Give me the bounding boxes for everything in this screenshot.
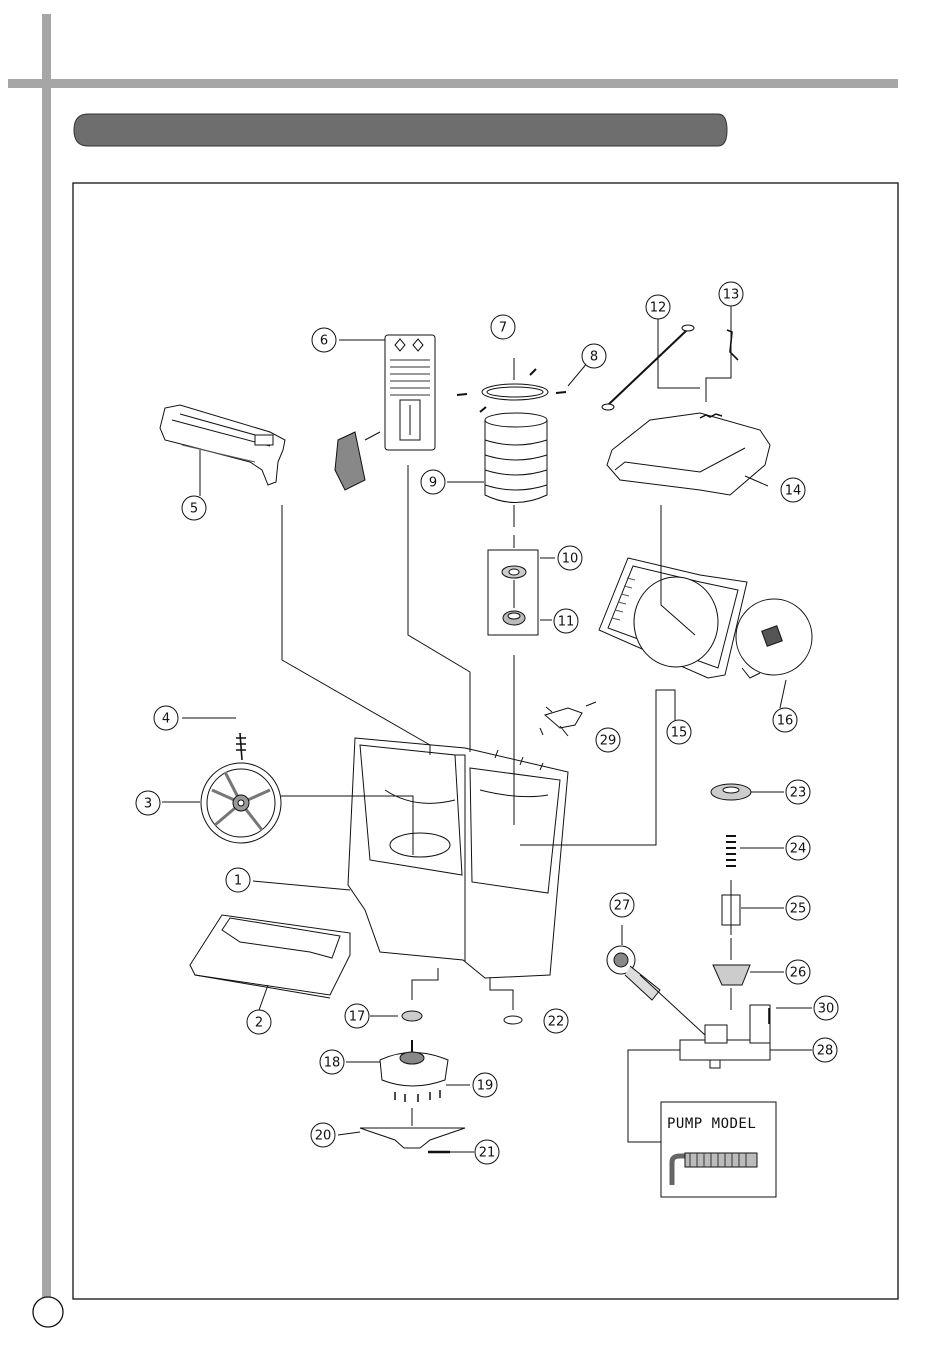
callout-1: 1: [226, 868, 250, 892]
callout-number: 19: [477, 1079, 494, 1094]
callout-20: 20: [311, 1123, 335, 1147]
section-banner: [74, 114, 727, 146]
callout-number: 16: [777, 714, 794, 729]
part-23-valve-cap: [711, 784, 751, 800]
callout-30: 30: [814, 996, 838, 1020]
callout-16: 16: [773, 708, 797, 732]
callout-group: 1234567891011121314151617181920212223242…: [136, 282, 838, 1164]
part-17-seal: [402, 1011, 422, 1021]
callout-number: 27: [614, 899, 631, 914]
part-29-clip: [545, 702, 596, 728]
part-18-gear-case: [380, 1040, 448, 1102]
part-25-valve-shaft: [722, 880, 740, 935]
callout-number: 6: [320, 334, 328, 349]
callout-number: 15: [671, 726, 688, 741]
callout-number: 2: [255, 1016, 263, 1031]
callout-number: 26: [790, 966, 807, 981]
callout-2: 2: [247, 1010, 271, 1034]
callout-23: 23: [786, 780, 810, 804]
callout-number: 24: [790, 842, 807, 857]
pump-model-label: PUMP MODEL: [667, 1116, 756, 1132]
part-24-valve-spring: [726, 836, 736, 866]
callout-17: 17: [345, 1004, 369, 1028]
callout-number: 13: [723, 288, 740, 303]
callout-number: 21: [479, 1146, 496, 1161]
callout-number: 11: [558, 615, 575, 630]
callout-4: 4: [154, 706, 178, 730]
callout-26: 26: [786, 960, 810, 984]
part-2-front-panel: [190, 915, 350, 998]
callout-8: 8: [582, 344, 606, 368]
part-15-top-cover: [599, 558, 747, 678]
part-10-11-seals: [488, 550, 538, 635]
callout-number: 14: [785, 484, 802, 499]
callout-25: 25: [786, 896, 810, 920]
part-9-spin-basket: [457, 369, 566, 527]
top-horizontal-rule: [8, 79, 898, 88]
part-12-brake-rod: [602, 325, 694, 410]
callout-number: 18: [324, 1056, 341, 1071]
part-22-cap: [504, 1016, 522, 1024]
callout-6: 6: [312, 328, 336, 352]
part-20-mounting-bracket: [360, 1108, 465, 1148]
callout-number: 20: [315, 1129, 332, 1144]
callout-number: 10: [562, 552, 579, 567]
callout-5: 5: [182, 496, 206, 520]
callout-21: 21: [475, 1140, 499, 1164]
callout-7: 7: [491, 315, 515, 339]
callout-9: 9: [421, 470, 445, 494]
callout-number: 29: [600, 734, 617, 749]
callout-number: 23: [790, 786, 807, 801]
callout-number: 22: [548, 1015, 565, 1030]
part-28-drain-pipe: [680, 1005, 770, 1068]
part-16-inner-lid: [736, 599, 812, 678]
callout-27: 27: [610, 893, 634, 917]
callout-28: 28: [813, 1038, 837, 1062]
callout-13: 13: [719, 282, 743, 306]
callout-14: 14: [781, 478, 805, 502]
callout-number: 28: [817, 1044, 834, 1059]
callout-12: 12: [646, 295, 670, 319]
callout-22: 22: [544, 1009, 568, 1033]
page-number-circle: [33, 1297, 63, 1327]
callout-number: 1: [234, 874, 242, 889]
callout-24: 24: [786, 836, 810, 860]
part-13-spring: [727, 330, 738, 360]
callout-number: 3: [144, 797, 152, 812]
part-27-drain-elbow: [607, 946, 660, 1000]
callout-number: 25: [790, 902, 807, 917]
callout-11: 11: [554, 609, 578, 633]
part-1-cabinet: [348, 738, 568, 978]
callout-number: 12: [650, 301, 667, 316]
part-5-control-cover: [160, 405, 285, 485]
callout-29: 29: [596, 728, 620, 752]
part-3-pulsator: [201, 763, 281, 843]
callout-number: 9: [429, 476, 437, 491]
callout-number: 8: [590, 350, 598, 365]
part-14-spin-lid: [607, 413, 770, 495]
callout-number: 7: [499, 321, 507, 336]
callout-number: 17: [349, 1010, 366, 1025]
part-6-lint-filter: [335, 335, 435, 490]
callout-18: 18: [320, 1050, 344, 1074]
callout-number: 30: [818, 1002, 835, 1017]
callout-3: 3: [136, 791, 160, 815]
part-4-bolt: [236, 733, 246, 760]
left-vertical-rule: [42, 14, 51, 1314]
callout-number: 5: [190, 502, 198, 517]
callout-19: 19: [473, 1073, 497, 1097]
callout-15: 15: [667, 720, 691, 744]
callout-10: 10: [558, 546, 582, 570]
part-26-valve-seal: [713, 965, 750, 985]
callout-number: 4: [162, 712, 170, 727]
